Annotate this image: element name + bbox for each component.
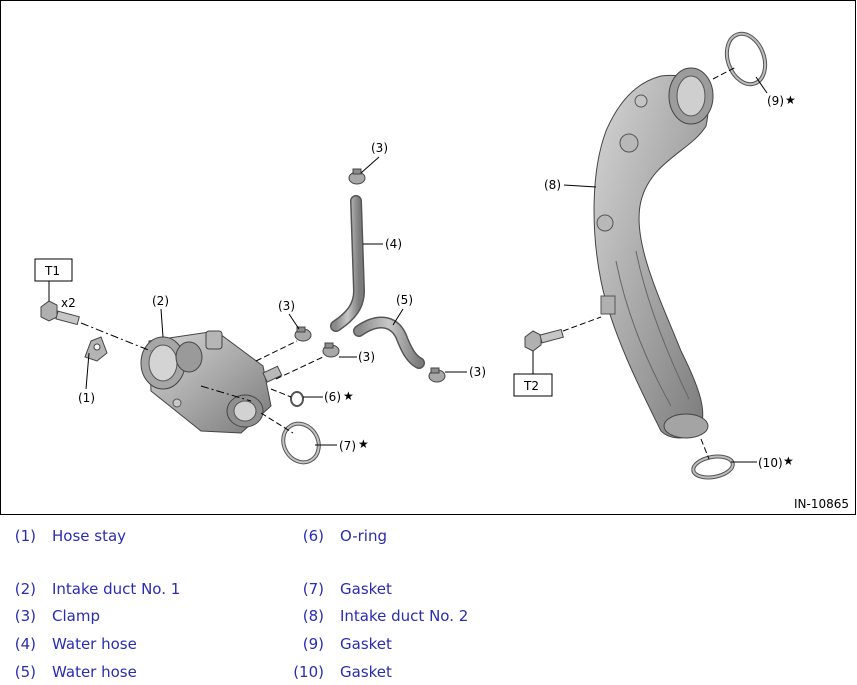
clamp-right (428, 367, 446, 383)
leader-lines (85, 76, 768, 463)
legend-text: Hose stay (52, 527, 127, 545)
callout-10-star: ★ (783, 454, 794, 468)
gasket-7 (281, 421, 321, 465)
callout-7-star: ★ (358, 437, 369, 451)
torque-tag-t1-box (34, 258, 73, 282)
legend-text: O-ring (340, 527, 387, 545)
hose-stay (84, 336, 108, 362)
legend-item-1: (1) Hose stay (0, 527, 280, 549)
legend-text: Gasket (340, 580, 392, 598)
intake-duct-no2 (593, 67, 714, 439)
quantity-label: x2 (61, 296, 76, 310)
water-hose-5 (353, 316, 425, 369)
legend-text: Clamp (52, 607, 100, 625)
gasket-9 (724, 31, 768, 87)
callout-6-star: ★ (343, 389, 354, 403)
intake-duct-no1 (140, 330, 283, 434)
torque-tag-t2: T2 (523, 379, 539, 393)
legend-number: (4) (14, 635, 36, 653)
legend-text: Gasket (340, 635, 392, 653)
clamp-middle (322, 342, 340, 358)
callout-6: (6) (324, 390, 341, 404)
legend-item-10: (10) Gasket (288, 663, 588, 685)
water-hose-4 (330, 195, 366, 332)
legend-number: (2) (14, 580, 36, 598)
callout-8: (8) (544, 178, 561, 192)
parts-legend: (1) Hose stay (2) Intake duct No. 1 (3) … (0, 515, 857, 681)
callout-2: (2) (152, 294, 169, 308)
legend-number: (6) (302, 527, 324, 545)
callout-9: (9) (767, 94, 784, 108)
callout-3-top: (3) (371, 141, 388, 155)
bolt-t2 (524, 328, 564, 352)
legend-number: (9) (302, 635, 324, 653)
legend-text: Intake duct No. 1 (52, 580, 181, 598)
legend-text: Gasket (340, 663, 392, 681)
exploded-parts-diagram: (1) (2) (3) (3) (3) (3) (4) (5) (6) ★ (7… (0, 0, 856, 515)
clamp-top (348, 168, 366, 185)
legend-item-2: (2) Intake duct No. 1 (0, 580, 280, 602)
legend-item-8: (8) Intake duct No. 2 (288, 607, 588, 629)
callout-3-left: (3) (278, 299, 295, 313)
legend-number: (7) (302, 580, 324, 598)
o-ring (290, 391, 304, 407)
callout-4: (4) (385, 237, 402, 251)
callout-5: (5) (396, 293, 413, 307)
legend-number: (5) (14, 663, 36, 681)
callout-3-middle: (3) (358, 350, 375, 364)
callout-10: (10) (758, 456, 783, 470)
callout-9-star: ★ (785, 93, 796, 107)
legend-number: (8) (302, 607, 324, 625)
legend-item-6: (6) O-ring (288, 527, 588, 549)
torque-tag-t1: T1 (44, 264, 60, 278)
legend-number: (1) (14, 527, 36, 545)
clamp-left (294, 326, 312, 342)
legend-number: (10) (293, 663, 324, 681)
legend-item-3: (3) Clamp (0, 607, 280, 629)
legend-item-4: (4) Water hose (0, 635, 280, 657)
gasket-10 (691, 454, 735, 480)
legend-number: (3) (14, 607, 36, 625)
legend-text: Water hose (52, 635, 137, 653)
legend-text: Intake duct No. 2 (340, 607, 469, 625)
legend-item-7: (7) Gasket (288, 580, 588, 602)
legend-item-9: (9) Gasket (288, 635, 588, 657)
callout-3-right: (3) (469, 365, 486, 379)
callout-1: (1) (78, 391, 95, 405)
legend-item-5: (5) Water hose (0, 663, 280, 685)
legend-text: Water hose (52, 663, 137, 681)
callout-7: (7) (339, 439, 356, 453)
diagram-canvas: (1) (2) (3) (3) (3) (3) (4) (5) (6) ★ (7… (34, 31, 796, 480)
figure-id: IN-10865 (793, 497, 849, 511)
